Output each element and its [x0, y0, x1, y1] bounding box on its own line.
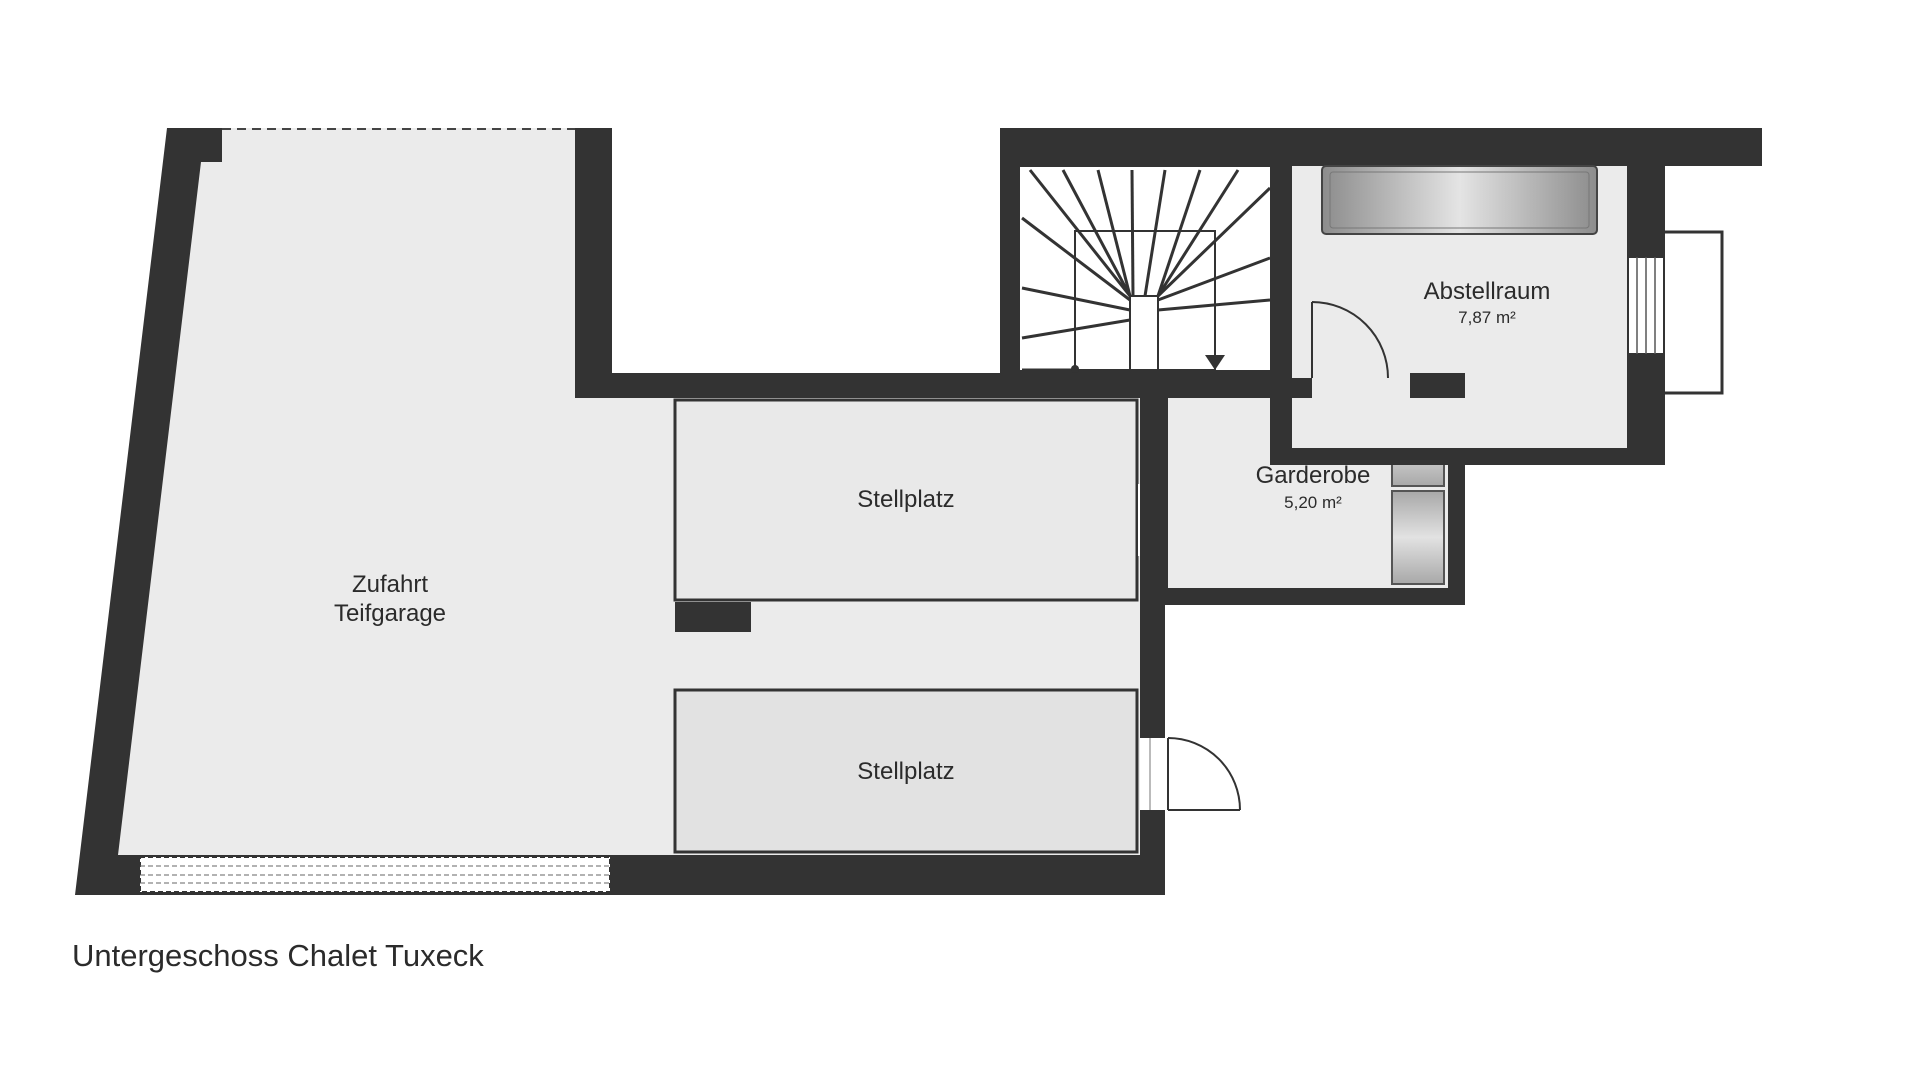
plan-caption: Untergeschoss Chalet Tuxeck [72, 938, 484, 973]
room-label-zufahrt-line2: Teifgarage [334, 600, 446, 627]
garage-area [75, 128, 1241, 895]
room-label-abstellraum: Abstellraum [1424, 278, 1551, 305]
room-label-stellplatz-upper: Stellplatz [857, 486, 954, 513]
room-label-garderobe: Garderobe [1256, 462, 1371, 489]
parking-bay-lower [673, 688, 1139, 854]
garage-floor [118, 128, 1140, 855]
door-exterior [1140, 737, 1241, 811]
room-label-zufahrt-line1: Zufahrt [352, 571, 428, 598]
room-area-garderobe: 5,20 m² [1284, 493, 1342, 512]
staircase [1000, 128, 1292, 398]
room-area-abstellraum: 7,87 m² [1458, 308, 1516, 327]
abstellraum-area [1000, 128, 1762, 465]
parking-bay-upper [673, 398, 1139, 602]
window [1627, 230, 1724, 395]
door-abstellraum [1311, 301, 1389, 379]
room-label-stellplatz-lower: Stellplatz [857, 758, 954, 785]
pillar [675, 602, 751, 632]
storage-shelf [1321, 165, 1598, 235]
wardrobe-cabinet [1391, 490, 1445, 585]
